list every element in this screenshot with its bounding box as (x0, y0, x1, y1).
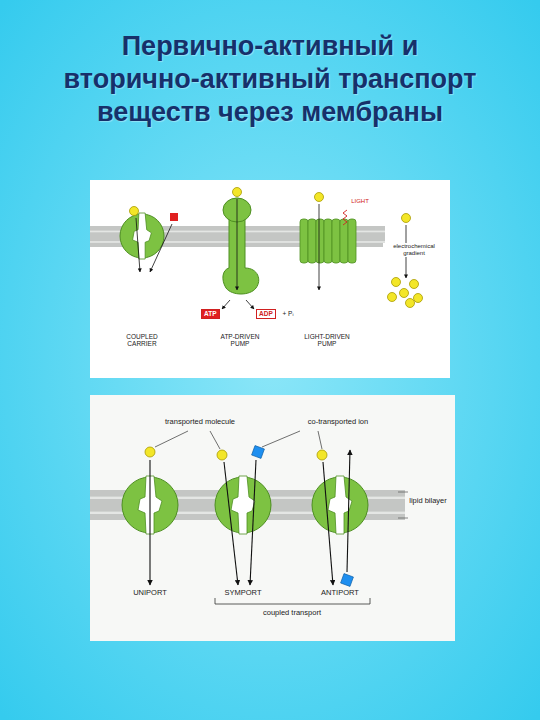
flow-arrow (237, 199, 238, 290)
transported-molecule (217, 450, 227, 460)
transmembrane-helix (348, 219, 356, 263)
transmembrane-helix (340, 219, 348, 263)
bilayer-bracket (398, 492, 408, 518)
transported-molecule (402, 214, 411, 223)
carrier-protein (215, 477, 271, 533)
group-label: coupled transport (242, 609, 342, 618)
flow-arrow (347, 450, 350, 572)
flow-arrow (150, 224, 172, 272)
leader-line (155, 431, 188, 447)
transmembrane-helix (316, 219, 324, 263)
co-transported-ion (170, 213, 178, 221)
leader-line (262, 431, 300, 447)
ion-label: co-transported ion (288, 418, 388, 427)
transported-molecule (130, 207, 139, 216)
molecule-box: ATP (201, 309, 220, 319)
transported-molecule (392, 278, 401, 287)
binding-cavity (231, 476, 255, 534)
pump-name: LIGHT-DRIVEN PUMP (299, 333, 355, 348)
leader-line (210, 431, 220, 449)
transported-molecule (145, 447, 155, 457)
transported-molecule (410, 280, 419, 289)
flow-arrow (136, 218, 140, 272)
flow-arrow (222, 300, 230, 309)
transported-molecule (317, 450, 327, 460)
transported-molecule (315, 193, 324, 202)
molecule-label: transported molecule (150, 418, 250, 427)
title: Первично-активный и вторично-активный тр… (50, 30, 490, 129)
transported-molecule (233, 188, 242, 197)
transmembrane-helix (300, 219, 308, 263)
transported-molecule (388, 293, 397, 302)
transport-name: UNIPORT (120, 589, 180, 598)
carrier-protein (120, 214, 164, 258)
transport-name: ANTIPORT (310, 589, 370, 598)
transmembrane-helix (332, 219, 340, 263)
flow-arrow (250, 460, 256, 585)
flow-arrow (246, 300, 254, 309)
transmembrane-helix (324, 219, 332, 263)
co-transported-ion (341, 574, 354, 587)
transport-name: SYMPORT (213, 589, 273, 598)
flow-arrow (224, 462, 238, 585)
light-wave (343, 210, 347, 225)
leader-line (318, 431, 322, 449)
carrier-name: COUPLED CARRIER (117, 333, 167, 348)
molecule-name: ATP (204, 310, 217, 317)
carrier-protein (312, 477, 368, 533)
flow-arrow (319, 204, 320, 290)
pump-name: ATP-DRIVEN PUMP (215, 333, 265, 348)
atp-pump-protein (223, 198, 259, 294)
upper-panel (90, 180, 450, 378)
bilayer-label: lipid bilayer (408, 497, 448, 506)
flow-arrow (323, 462, 333, 585)
light-label: LIGHT (340, 198, 380, 205)
transmembrane-helix (308, 219, 316, 263)
transported-molecule (406, 299, 415, 308)
flow-arrow (149, 460, 150, 585)
coupled-bracket (215, 598, 370, 604)
molecule-box: ADP (256, 309, 276, 319)
transported-molecule (400, 289, 409, 298)
binding-cavity (133, 213, 152, 259)
co-transported-ion (252, 446, 265, 459)
gradient-label: electrochemical gradient (383, 243, 445, 257)
lower-panel (90, 395, 455, 641)
transported-molecule (414, 294, 423, 303)
phosphate-label: + Pᵢ (276, 310, 300, 317)
molecule-name: ADP (259, 310, 273, 317)
